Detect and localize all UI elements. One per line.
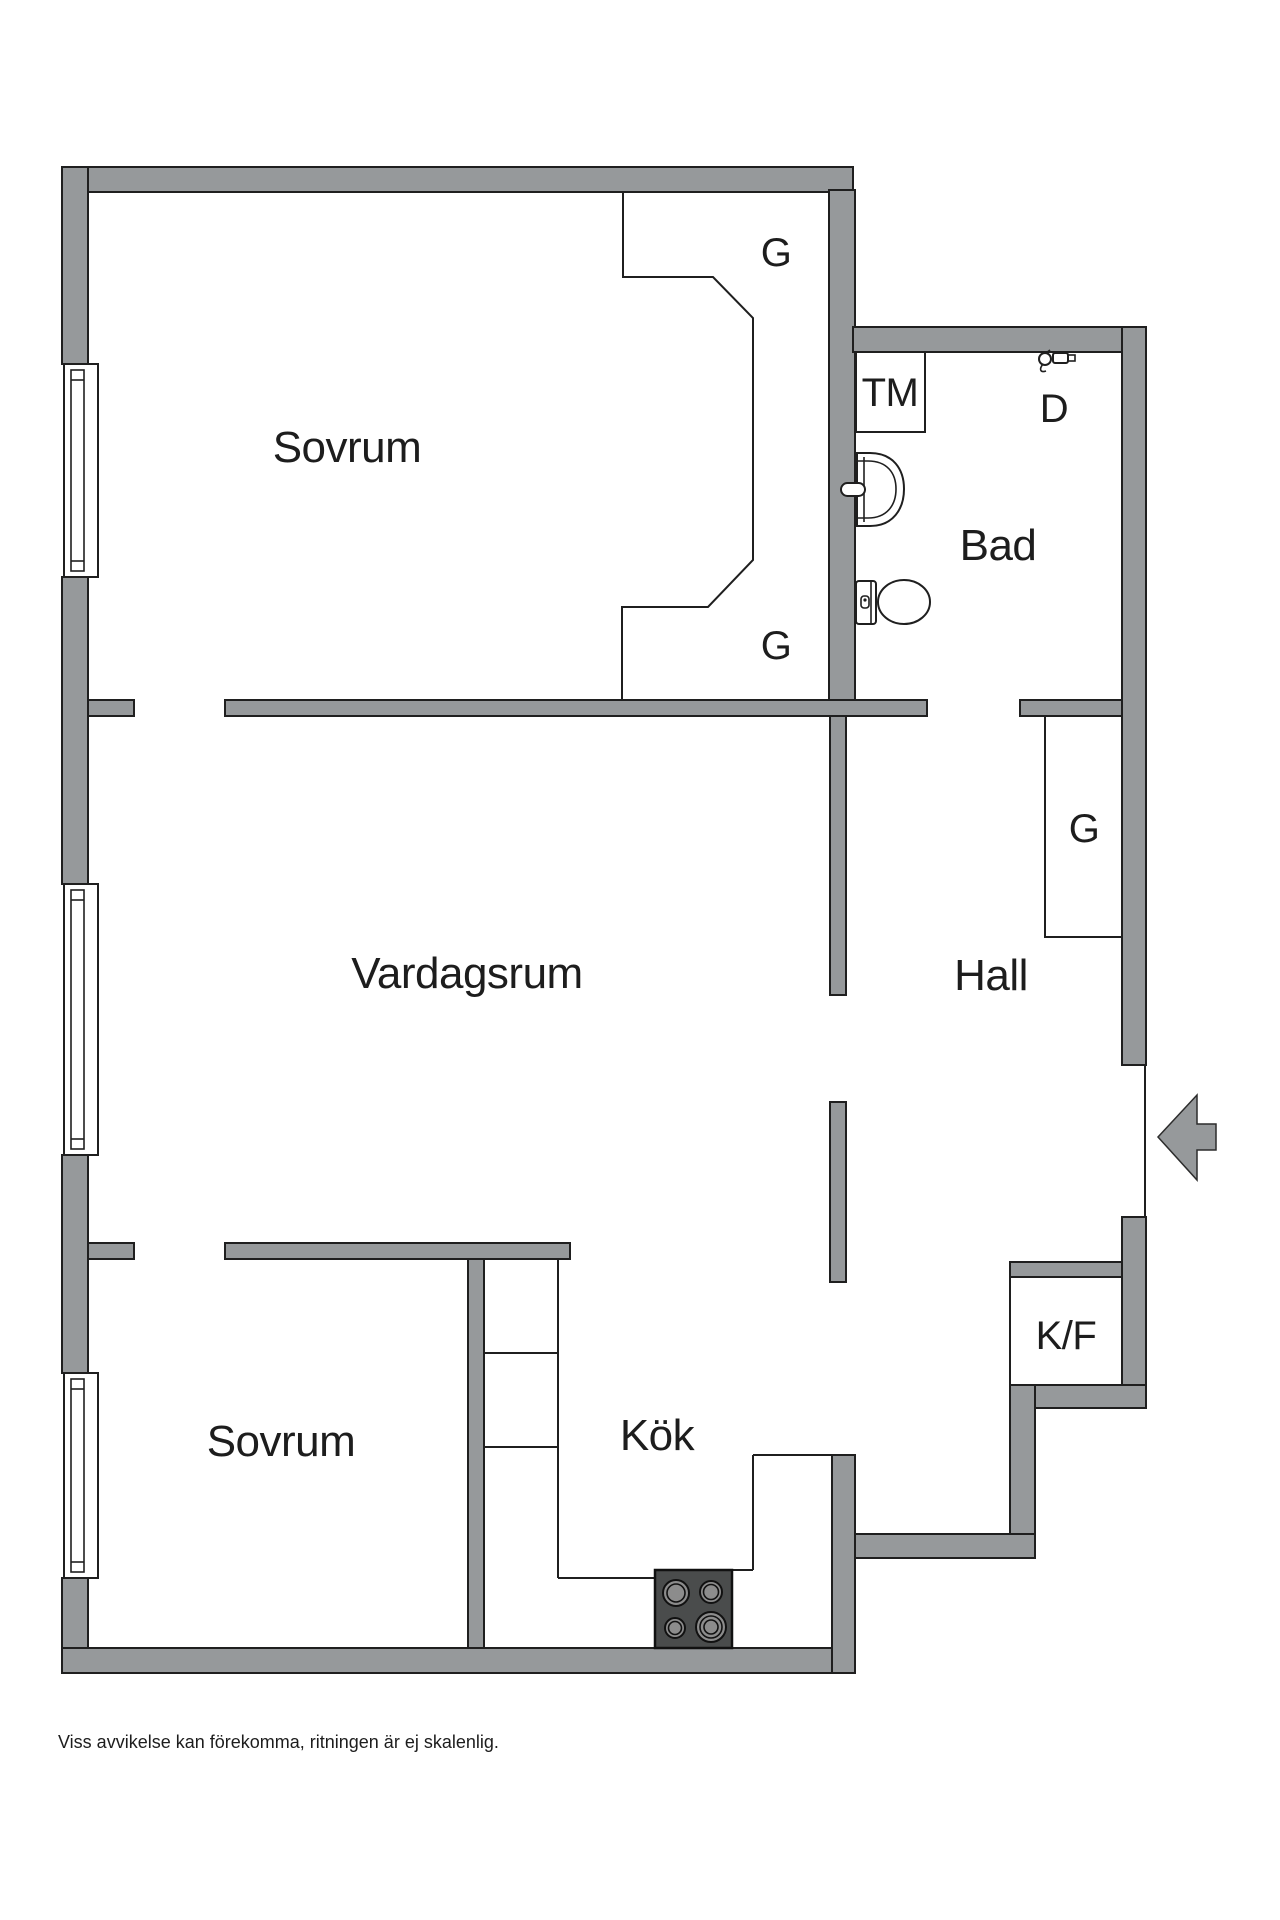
room-label-kok: Kök [620,1411,696,1460]
wall-kok-west [467,1258,485,1649]
window-sovrum-top [63,363,99,578]
wall-stub-sovrum-bottom-left [87,1242,135,1260]
wall-bottom [61,1647,856,1674]
wall-sovrum2-vardagsrum [224,1242,571,1260]
washing-machine-label: TM [862,371,919,415]
washing-machine-icon [855,351,926,433]
closet-outline-sovrum [621,192,754,700]
wall-top [61,166,854,193]
entrance-arrow-icon [1156,1093,1217,1182]
shower-label: D [1040,387,1068,431]
closet-label-hall: G [1069,807,1100,851]
wall-left-upper [61,166,89,365]
closet-label-bottom: G [761,624,792,668]
wall-kf-top [1009,1261,1123,1278]
shower-mixer-icon [1038,349,1076,373]
windows [63,363,99,1579]
room-label-vardagsrum: Vardagsrum [351,949,582,998]
interior-walls [87,699,1123,1649]
wall-step-vertical [1009,1384,1036,1559]
window-sovrum-bottom [63,1372,99,1579]
wall-se-vertical [831,1454,856,1674]
toilet-icon [855,579,931,625]
room-label-sovrum-bottom: Sovrum [207,1417,356,1466]
wall-stub-sovrum-top-left [87,699,135,717]
closet-outline-hall [1044,715,1123,938]
disclaimer-text: Viss avvikelse kan förekomma, ritningen … [58,1732,499,1752]
fridge-freezer-box [1009,1276,1123,1386]
wall-left-mid [61,576,89,885]
closets [621,192,1123,1386]
wall-hall-west-lower [829,1101,847,1283]
wall-step-horizontal [831,1533,1036,1559]
wall-hall-west-upper [829,715,847,996]
sink-icon [840,452,906,527]
closet-label-top: G [761,231,792,275]
wall-sovrum-vardagsrum [224,699,928,717]
kitchen-counter [484,1259,832,1579]
room-label-hall: Hall [954,951,1028,1000]
room-label-bad: Bad [960,521,1037,570]
wall-left-lower [61,1154,89,1374]
stove-icon [653,1568,734,1650]
entrance [1144,1065,1217,1217]
room-labels: Sovrum Vardagsrum Sovrum Kök Hall Bad G … [207,231,1100,1466]
window-vardagsrum [63,883,99,1156]
wall-right-upper [1121,326,1147,1066]
fridge-freezer-label: K/F [1036,1314,1097,1358]
wall-bad-bottom-right [1019,699,1123,717]
wall-bad-top [852,326,1147,353]
room-label-sovrum-top: Sovrum [273,423,422,472]
wall-sovrum-bad [828,189,856,717]
wall-right-below-door [1121,1216,1147,1409]
